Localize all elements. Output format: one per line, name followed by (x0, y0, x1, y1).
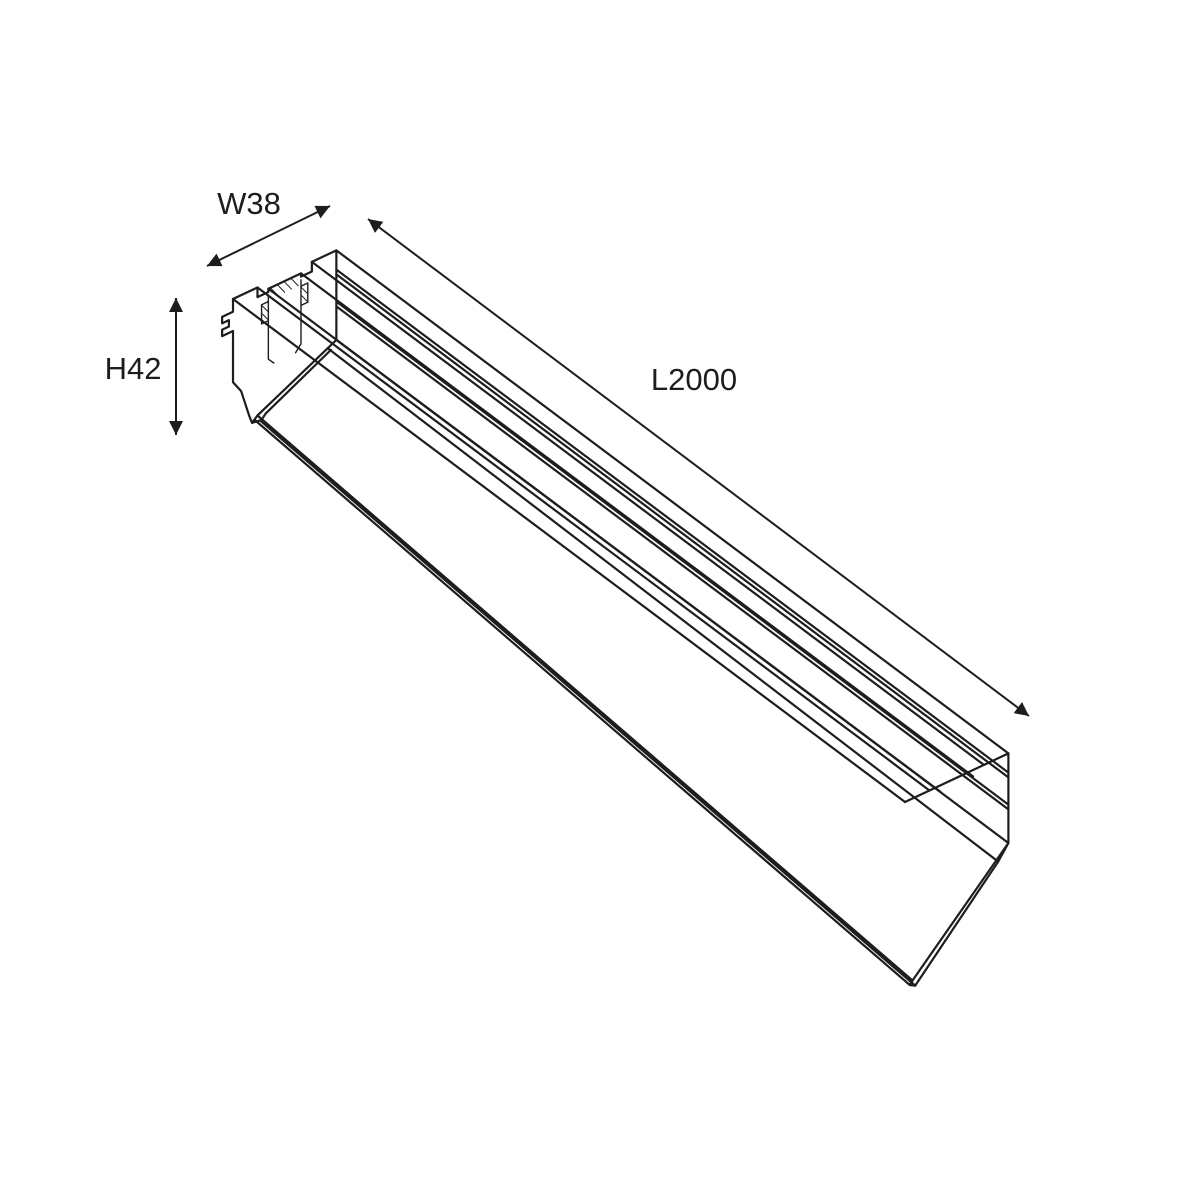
length-dimension-label: L2000 (651, 362, 737, 397)
width-dimension: W38 (206, 186, 331, 267)
cross-section-outer-contour (233, 250, 336, 433)
length-dimension: L2000 (367, 218, 1030, 717)
extruded-profile (222, 249, 1010, 987)
cross-section-cavity (268, 280, 301, 366)
width-dimension-label: W38 (217, 186, 281, 221)
extrusion-edge-lines (231, 249, 1010, 987)
width-dimension-arrow (206, 205, 331, 267)
length-dimension-arrow (367, 218, 1030, 717)
height-dimension: H42 (105, 298, 183, 435)
height-dimension-label: H42 (105, 351, 162, 386)
far-end-cap (903, 752, 1010, 987)
profile-cross-section (222, 250, 336, 438)
cross-section-hatching (262, 272, 307, 322)
cross-section-left-wall (222, 290, 252, 437)
